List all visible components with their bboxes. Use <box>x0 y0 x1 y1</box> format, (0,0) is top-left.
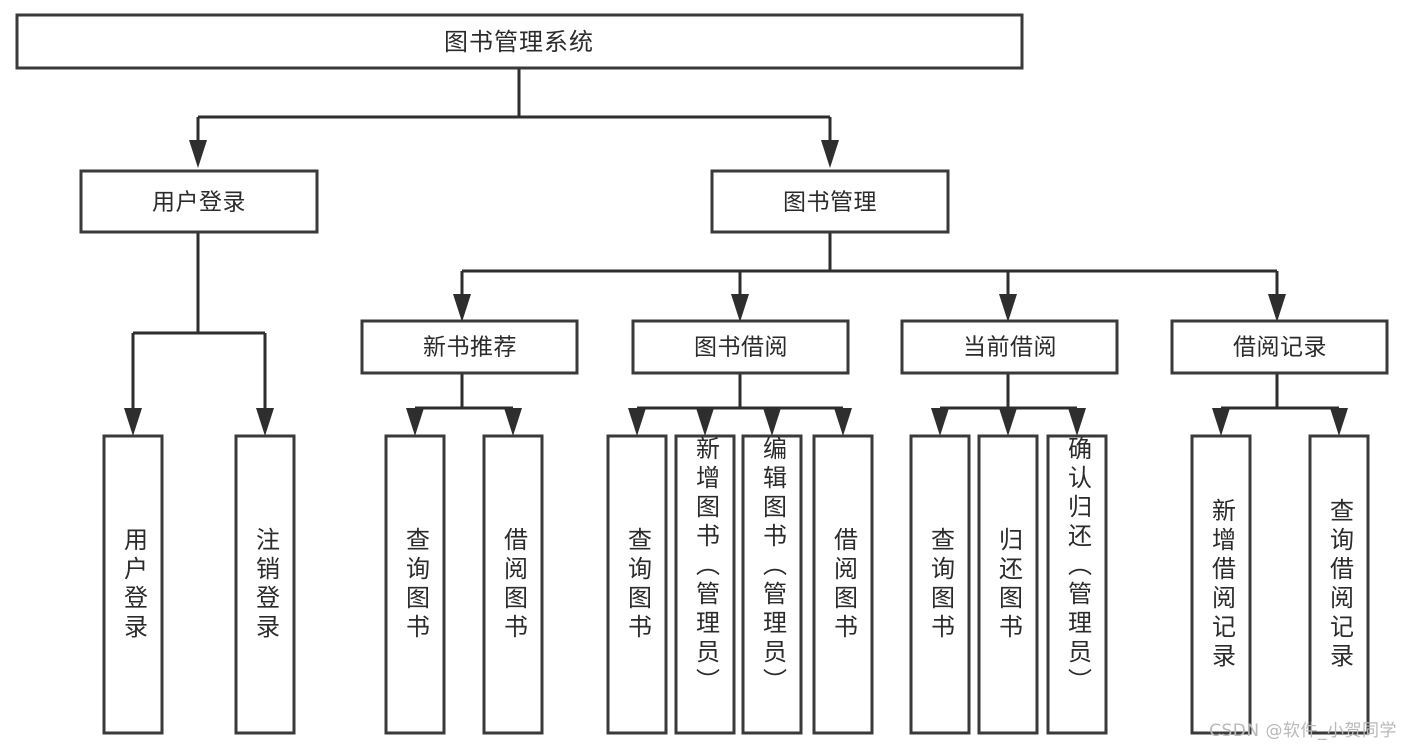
arrowhead-bookmgmt <box>821 140 839 168</box>
arrowhead-leaf-nb2 <box>504 408 522 436</box>
leaf-box-nb-query-book[interactable] <box>384 434 446 735</box>
arrowhead-userlogin <box>189 140 207 168</box>
connector-group-record <box>1212 373 1348 436</box>
connector-group-bookmgmt <box>453 232 1286 322</box>
node-borrow-record[interactable] <box>1170 319 1389 375</box>
leaf-box-bb-query-book[interactable] <box>606 434 668 735</box>
leaf-box-bb-edit-book[interactable] <box>741 434 803 735</box>
connector-group-userlogin <box>124 232 274 436</box>
arrowhead-newbook <box>453 294 471 322</box>
arrowhead-leaf-bb4 <box>834 408 852 436</box>
node-book-borrow[interactable] <box>631 319 850 375</box>
leaf-box-rb-add-record[interactable] <box>1190 434 1252 735</box>
arrowhead-record <box>1268 294 1286 322</box>
node-book-management-label: 图书管理 <box>783 190 877 216</box>
leaf-box-bb-add-book[interactable] <box>674 434 736 735</box>
leaf-box-logout[interactable] <box>234 434 296 735</box>
leaf-box-cb-confirm-return[interactable] <box>1046 434 1108 735</box>
arrowhead-borrow <box>731 294 749 322</box>
node-new-book-recommend[interactable] <box>360 319 579 375</box>
arrowhead-leaf-bb3 <box>763 408 781 436</box>
arrowhead-current <box>999 294 1017 322</box>
leaf-box-cb-query-book[interactable] <box>909 434 971 735</box>
node-user-login[interactable] <box>79 169 319 234</box>
node-current-borrow[interactable] <box>900 319 1119 375</box>
leaf-box-nb-borrow-book[interactable] <box>482 434 544 735</box>
arrowhead-leaf-cb1 <box>931 408 949 436</box>
node-book-borrow-label: 图书借阅 <box>694 335 788 361</box>
arrowhead-leaf-cb2 <box>999 408 1017 436</box>
arrowhead-leaf-nb1 <box>406 408 424 436</box>
connector-group-newbook <box>406 373 522 436</box>
connector-group-current <box>931 373 1086 436</box>
arrowhead-leaf-rb1 <box>1212 408 1230 436</box>
watermark-text: CSDN @软件_小贺同学 <box>1209 721 1397 741</box>
node-current-borrow-label: 当前借阅 <box>963 335 1057 361</box>
node-root-label: 图书管理系统 <box>444 28 594 56</box>
connector-group-root <box>189 68 839 168</box>
node-borrow-record-label: 借阅记录 <box>1233 335 1327 361</box>
node-user-login-label: 用户登录 <box>152 190 246 216</box>
arrowhead-leaf-rb2 <box>1330 408 1348 436</box>
node-book-management[interactable] <box>710 169 950 234</box>
connector-group-borrow <box>628 373 852 436</box>
leaf-box-user-login[interactable] <box>102 434 164 735</box>
arrowhead-leaf-bb1 <box>628 408 646 436</box>
node-root[interactable] <box>15 13 1024 70</box>
arrowhead-leaf-user-login <box>124 408 142 436</box>
node-new-book-recommend-label: 新书推荐 <box>423 335 517 361</box>
leaf-box-rb-query-record[interactable] <box>1308 434 1370 735</box>
arrowhead-leaf-cb3 <box>1068 408 1086 436</box>
arrowhead-leaf-logout <box>256 408 274 436</box>
leaf-box-bb-borrow-book[interactable] <box>812 434 874 735</box>
leaf-box-cb-return-book[interactable] <box>977 434 1039 735</box>
arrowhead-leaf-bb2 <box>696 408 714 436</box>
